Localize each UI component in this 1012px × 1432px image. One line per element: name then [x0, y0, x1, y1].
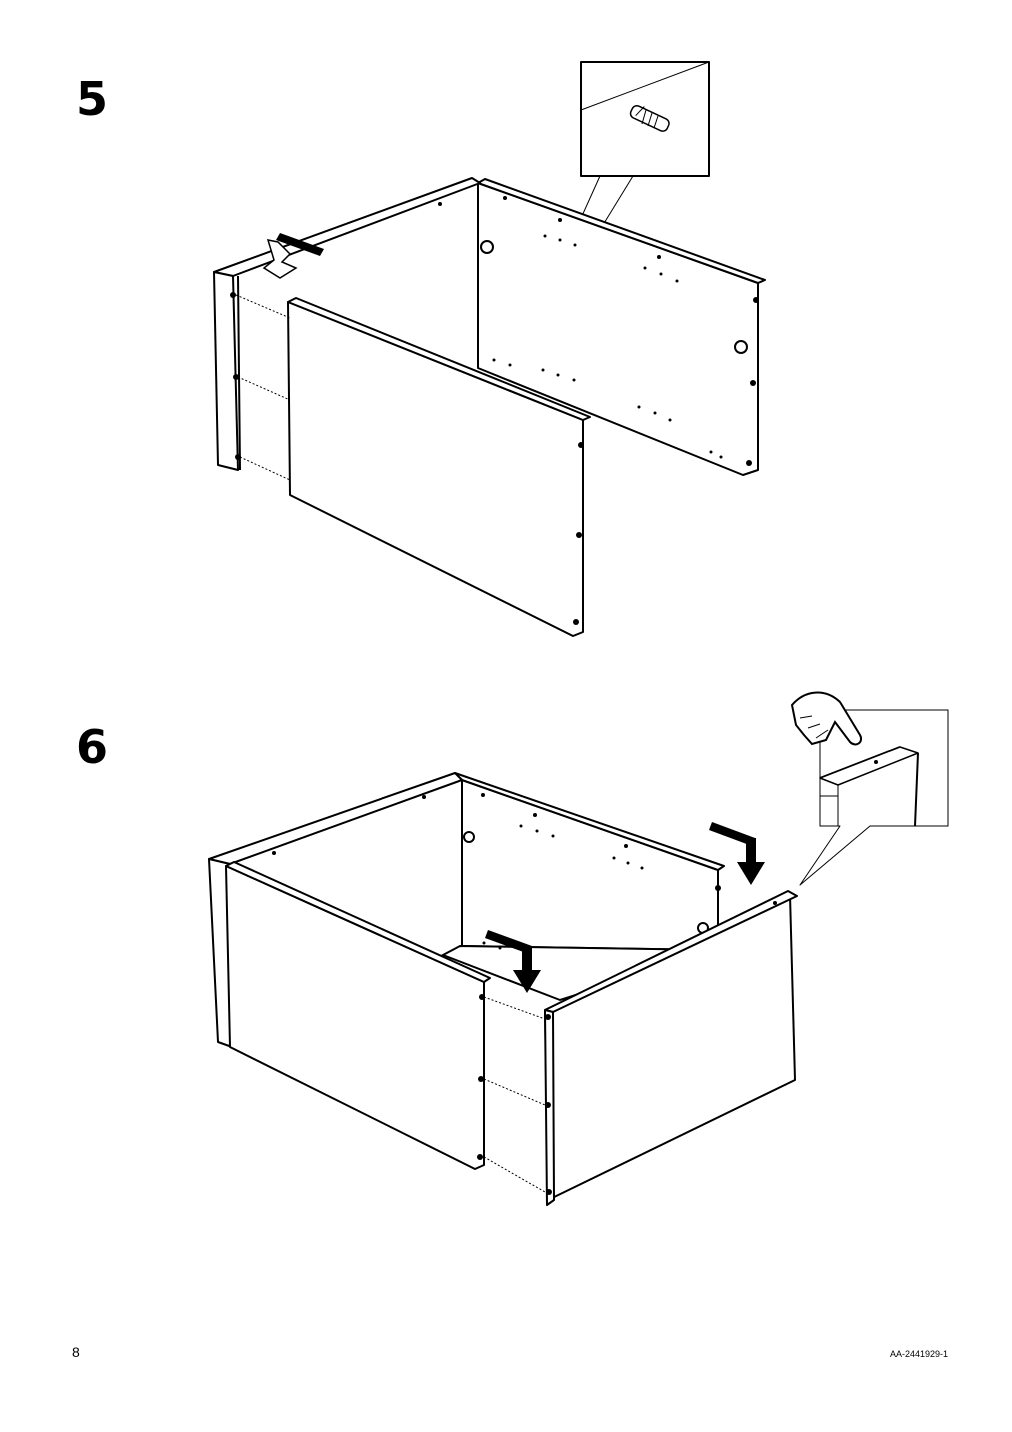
arrow-down-icon: [485, 930, 541, 993]
arrow-down-icon: [709, 822, 765, 885]
step-5-number: 5: [76, 72, 109, 126]
hand-press-callout: [790, 691, 949, 886]
cam-hole-icon: [480, 240, 494, 254]
front-panel: [287, 297, 591, 637]
step-5-illustration: [213, 61, 766, 637]
cam-hole-icon: [463, 831, 475, 843]
step-6-number: 6: [76, 720, 109, 774]
back-panel: [454, 772, 725, 951]
page-number: 8: [72, 1344, 80, 1360]
dowel-icon: [629, 105, 670, 132]
dowel-detail-callout: [507, 61, 710, 381]
cam-hole-icon: [734, 340, 748, 354]
step-6-illustration: [208, 691, 949, 1206]
arrow-down-icon: [262, 233, 324, 279]
hand-press-icon: [790, 691, 862, 746]
right-side-panel: [544, 885, 798, 1206]
front-panel: [225, 861, 491, 1170]
document-code: AA-2441929-1: [889, 1349, 948, 1359]
back-panel: [477, 178, 766, 476]
